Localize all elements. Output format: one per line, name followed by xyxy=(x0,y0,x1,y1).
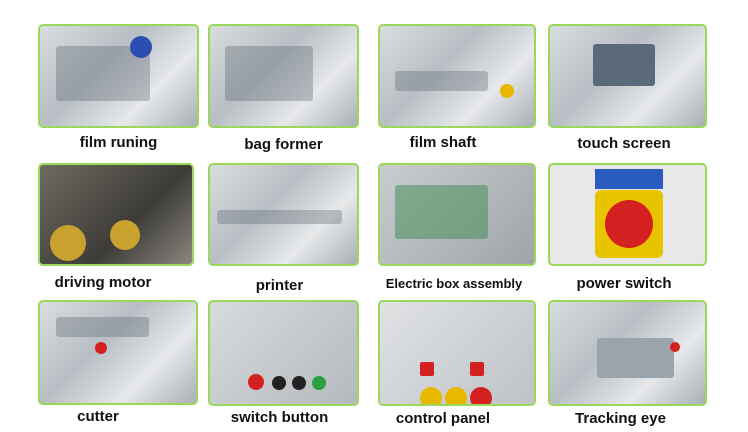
film-shaft-photo xyxy=(378,24,536,128)
driving-motor-photo xyxy=(38,163,194,266)
power-switch-photo xyxy=(548,163,707,266)
caption-switch-button: switch button xyxy=(230,409,329,426)
caption-printer: printer xyxy=(255,277,304,294)
caption-electric-box-assembly: Electric box assembly xyxy=(385,276,523,291)
caption-driving-motor: driving motor xyxy=(54,274,152,291)
tracking-eye-photo xyxy=(548,300,707,406)
control-panel-photo xyxy=(378,300,536,406)
caption-bag-former: bag former xyxy=(244,136,323,153)
touch-screen-photo xyxy=(548,24,707,128)
film-running-photo xyxy=(38,24,199,128)
caption-cutter: cutter xyxy=(77,408,119,425)
electric-box-photo xyxy=(378,163,536,266)
caption-tracking-eye: Tracking eye xyxy=(575,410,666,427)
cutter-photo xyxy=(38,300,198,405)
caption-film-running: film runing xyxy=(79,134,158,151)
caption-film-shaft: film shaft xyxy=(409,134,477,151)
printer-photo xyxy=(208,163,359,266)
caption-touch-screen: touch screen xyxy=(577,135,671,152)
bag-former-photo xyxy=(208,24,359,128)
caption-power-switch: power switch xyxy=(576,275,672,292)
switch-button-photo xyxy=(208,300,359,406)
caption-control-panel: control panel xyxy=(395,410,491,427)
